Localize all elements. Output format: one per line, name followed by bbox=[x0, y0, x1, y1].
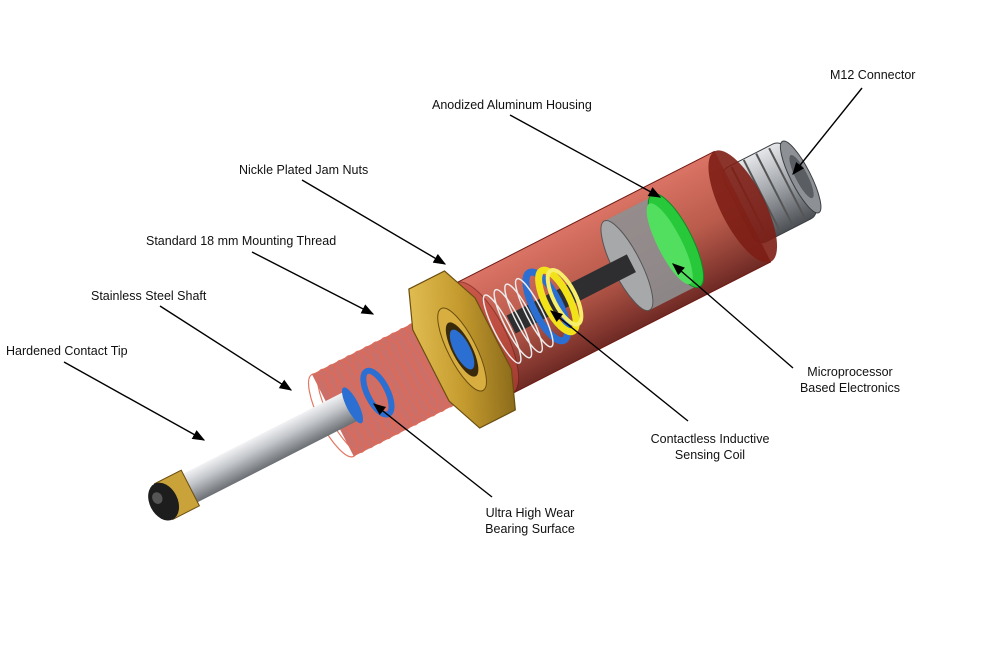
label-electronics-line2: Based Electronics bbox=[799, 381, 901, 395]
label-contact-tip: Hardened Contact Tip bbox=[6, 344, 128, 358]
leader-lines bbox=[63, 87, 863, 498]
label-m12-connector: M12 Connector bbox=[830, 68, 916, 82]
stainless-shaft bbox=[178, 387, 364, 505]
label-coil-line2: Sensing Coil bbox=[674, 448, 746, 462]
contact-tip bbox=[148, 469, 201, 521]
label-bearing: Ultra High Wear Bearing Surface bbox=[470, 505, 590, 537]
label-coil-line1: Contactless Inductive bbox=[650, 432, 770, 446]
label-mounting-thread: Standard 18 mm Mounting Thread bbox=[146, 234, 337, 248]
label-bearing-line1: Ultra High Wear bbox=[485, 506, 575, 520]
jam-nut bbox=[408, 270, 516, 429]
label-electronics: Microprocessor Based Electronics bbox=[790, 364, 910, 396]
label-shaft: Stainless Steel Shaft bbox=[91, 289, 207, 303]
label-housing: Anodized Aluminum Housing bbox=[432, 98, 592, 112]
label-coil: Contactless Inductive Sensing Coil bbox=[640, 431, 780, 463]
label-electronics-line1: Microprocessor bbox=[807, 365, 893, 379]
label-jam-nuts: Nickle Plated Jam Nuts bbox=[239, 163, 369, 177]
spring bbox=[482, 277, 554, 364]
label-bearing-line2: Bearing Surface bbox=[485, 522, 575, 536]
sensing-coil bbox=[522, 266, 584, 345]
